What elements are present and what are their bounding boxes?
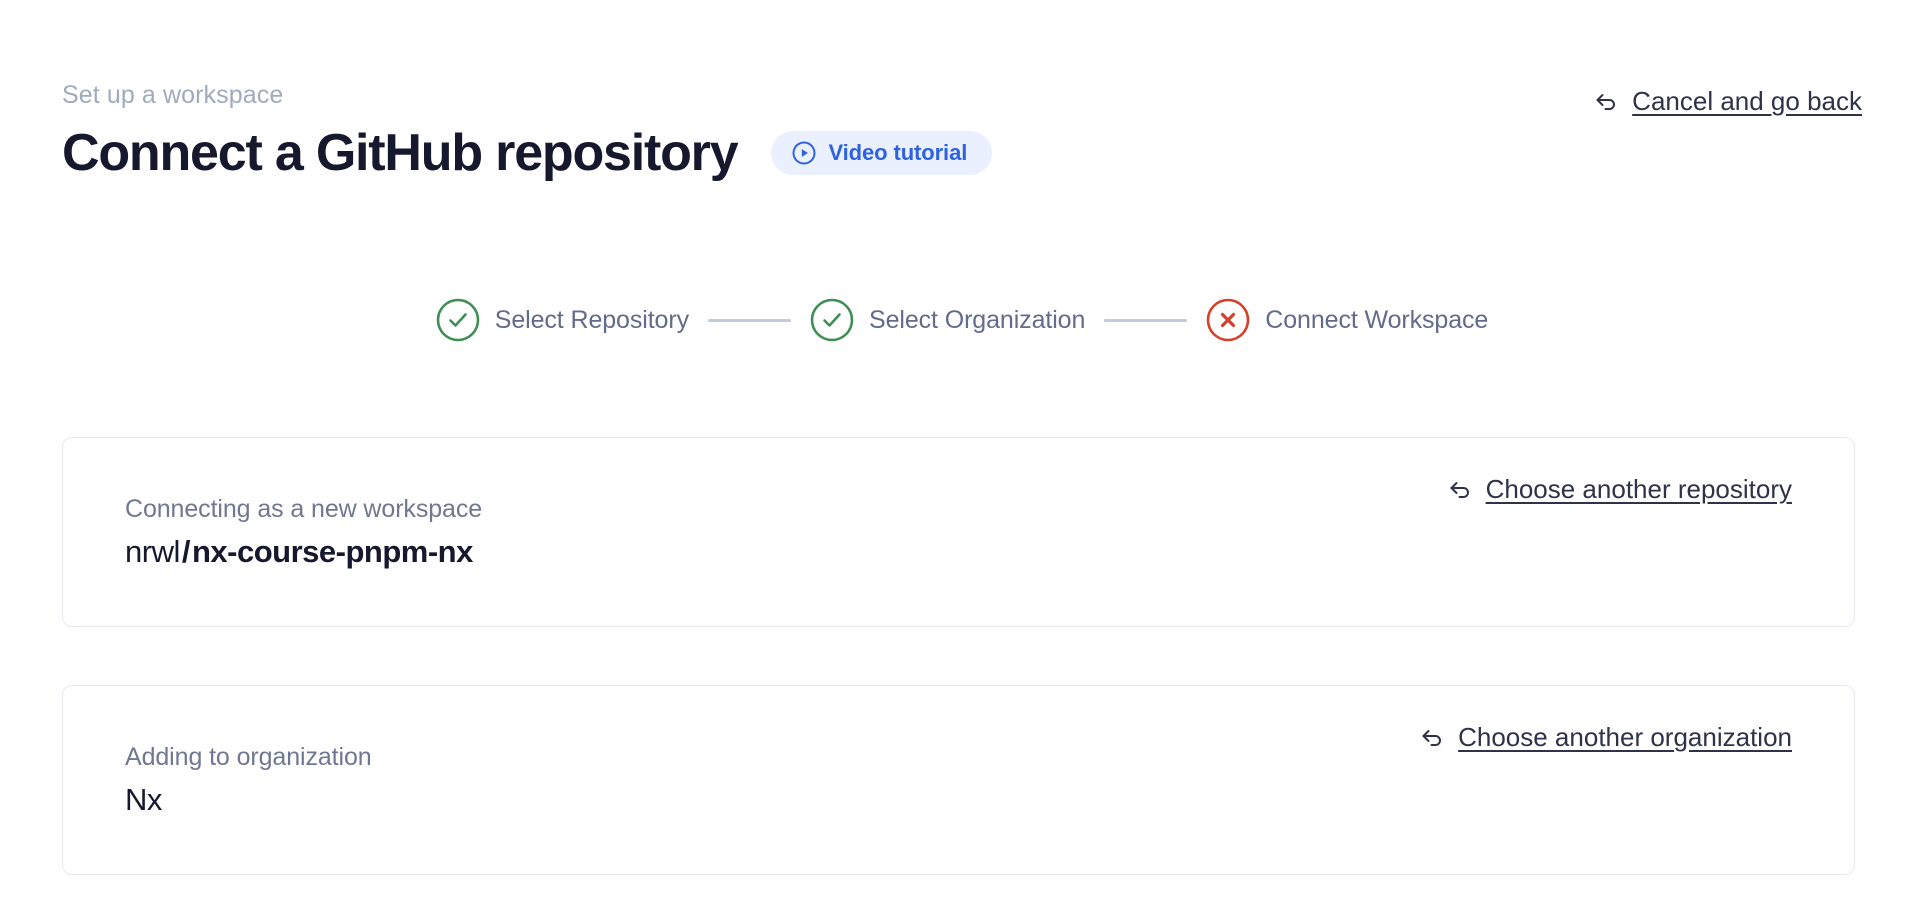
- stepper: Select Repository Select Organization Co…: [0, 298, 1924, 342]
- choose-another-repository-label: Choose another repository: [1485, 474, 1792, 504]
- back-arrow-icon: [1418, 724, 1446, 752]
- choose-another-organization-label: Choose another organization: [1458, 722, 1792, 752]
- page-title: Connect a GitHub repository: [62, 124, 739, 182]
- repository-card-info: Connecting as a new workspace nrwl/nx-co…: [125, 494, 482, 571]
- organization-card: Adding to organization Nx Choose another…: [62, 685, 1855, 875]
- repository-card-value: nrwl/nx-course-pnpm-nx: [125, 533, 482, 571]
- step-select-repository[interactable]: Select Repository: [436, 298, 689, 342]
- organization-name: Nx: [125, 781, 162, 817]
- repository-card-caption: Connecting as a new workspace: [125, 494, 483, 523]
- page-header: Set up a workspace Connect a GitHub repo…: [62, 80, 1862, 184]
- cancel-and-go-back-link[interactable]: Cancel and go back: [1592, 86, 1862, 117]
- back-arrow-icon: [1446, 476, 1474, 504]
- cancel-and-go-back-label: Cancel and go back: [1632, 86, 1862, 116]
- step-select-organization[interactable]: Select Organization: [810, 298, 1085, 342]
- video-tutorial-button[interactable]: Video tutorial: [771, 131, 993, 175]
- repository-card: Connecting as a new workspace nrwl/nx-co…: [62, 437, 1855, 627]
- repository-name: nx-course-pnpm-nx: [191, 533, 473, 569]
- repository-owner: nrwl: [125, 533, 180, 569]
- step-connect-workspace[interactable]: Connect Workspace: [1206, 298, 1488, 342]
- title-row: Connect a GitHub repository Video tutori…: [62, 122, 1862, 184]
- step-label-select-organization: Select Organization: [869, 305, 1086, 334]
- choose-another-repository-link[interactable]: Choose another repository: [1446, 474, 1792, 505]
- play-circle-icon: [791, 140, 817, 166]
- repository-separator: /: [181, 533, 191, 569]
- x-circle-icon: [1206, 298, 1250, 342]
- video-tutorial-label: Video tutorial: [828, 140, 968, 165]
- step-label-select-repository: Select Repository: [494, 305, 689, 334]
- step-connector-2: [1104, 318, 1188, 322]
- organization-card-caption: Adding to organization: [125, 742, 372, 771]
- breadcrumb: Set up a workspace: [62, 81, 284, 109]
- step-label-connect-workspace: Connect Workspace: [1265, 305, 1489, 334]
- check-circle-icon: [810, 298, 854, 342]
- check-circle-icon: [436, 298, 480, 342]
- organization-card-info: Adding to organization Nx: [125, 742, 372, 819]
- step-connector-1: [708, 318, 791, 322]
- back-arrow-icon: [1592, 88, 1620, 116]
- choose-another-organization-link[interactable]: Choose another organization: [1418, 722, 1792, 753]
